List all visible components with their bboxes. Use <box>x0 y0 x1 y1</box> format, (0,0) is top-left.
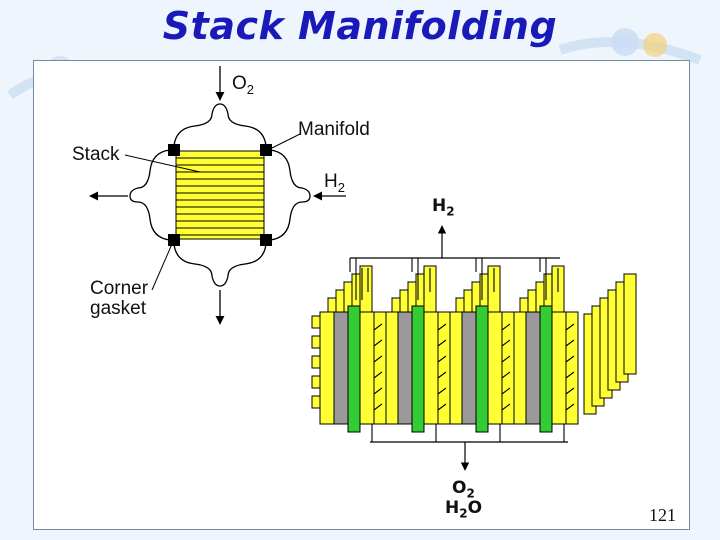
h2o-outlet-label: H2O <box>445 498 483 521</box>
gasket-leader-line <box>151 243 173 291</box>
h2-inlet-label: H2 <box>324 171 345 195</box>
stack-leader-line <box>124 154 201 173</box>
slide-title: Stack Manifolding <box>162 4 558 48</box>
manifold-outline <box>129 103 311 287</box>
h2-outlet-label: H2 <box>432 196 455 219</box>
corner-gasket-tr <box>260 144 272 156</box>
internal-manifold-view <box>311 225 637 471</box>
stack-label: Stack <box>72 144 120 165</box>
o2-inlet-label: O2 <box>232 73 255 97</box>
cell-stack <box>175 150 265 240</box>
external-manifold-view <box>89 66 346 325</box>
manifold-leader-line <box>271 133 301 149</box>
page-number: 121 <box>649 505 676 525</box>
corner-gasket-bl <box>168 234 180 246</box>
corner-gasket-tl <box>168 144 180 156</box>
o2-outlet-label: O2 <box>452 478 475 501</box>
corner-gasket-br <box>260 234 272 246</box>
manifold-label: Manifold <box>298 119 370 140</box>
